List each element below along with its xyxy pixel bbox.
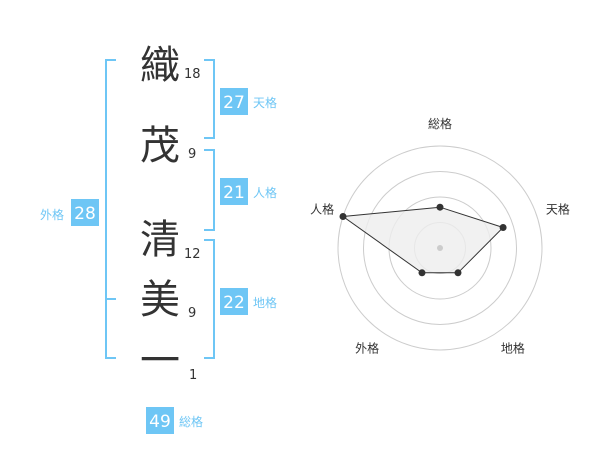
gaikaku-value: 28 [74,204,96,224]
stroke-count-4: 9 [188,306,196,321]
chikaku-label: 地格 [253,295,277,310]
tenkaku-value: 27 [223,93,245,113]
name-brackets [105,59,215,359]
soukaku-value: 49 [149,412,171,432]
chikaku-value: 22 [223,293,245,313]
radar-axis-label-1: 総格 [428,116,452,131]
radar-grid-ring-3 [363,171,517,325]
stroke-count-5: 1 [189,368,197,383]
gaikaku-value-box [71,199,99,226]
jinkaku-value-box [220,178,248,205]
chikaku-bracket [204,239,215,359]
jinkaku-bracket [204,149,215,231]
stroke-count-2: 9 [188,147,196,162]
name-char-5: 一 [140,338,180,384]
radar-axis-label-2: 天格 [546,202,570,217]
radar-point-2 [499,224,507,231]
soukaku-value-box [146,407,174,434]
jinkaku-value: 21 [223,183,245,203]
radar-grid-ring-4 [337,145,543,351]
radar-axis-label-3: 地格 [501,340,525,355]
tenkaku-value-box [220,88,248,115]
stroke-count-3: 12 [184,247,201,262]
name-char-1: 織 [140,43,180,89]
radar-point-3 [454,269,462,277]
jinkaku-label: 人格 [253,185,277,200]
gaikaku-bracket [105,59,116,359]
radar-series-polygon [341,206,505,274]
gaikaku-label: 外格 [40,207,64,222]
radar-axis-label-5: 人格 [310,202,334,217]
radar-point-4 [418,269,426,277]
radar-axis-label-4: 外格 [355,340,379,355]
radar-point-5 [339,213,347,220]
stroke-count-1: 18 [184,67,201,82]
chikaku-value-box [220,288,248,315]
name-char-2: 茂 [140,123,180,169]
radar-center-point [437,245,443,251]
tenkaku-bracket [204,59,215,139]
name-char-4: 美 [140,277,180,323]
name-char-3: 清 [140,217,180,263]
radar-point-1 [436,203,444,211]
tenkaku-label: 天格 [253,95,277,110]
soukaku-label: 総格 [179,414,203,429]
